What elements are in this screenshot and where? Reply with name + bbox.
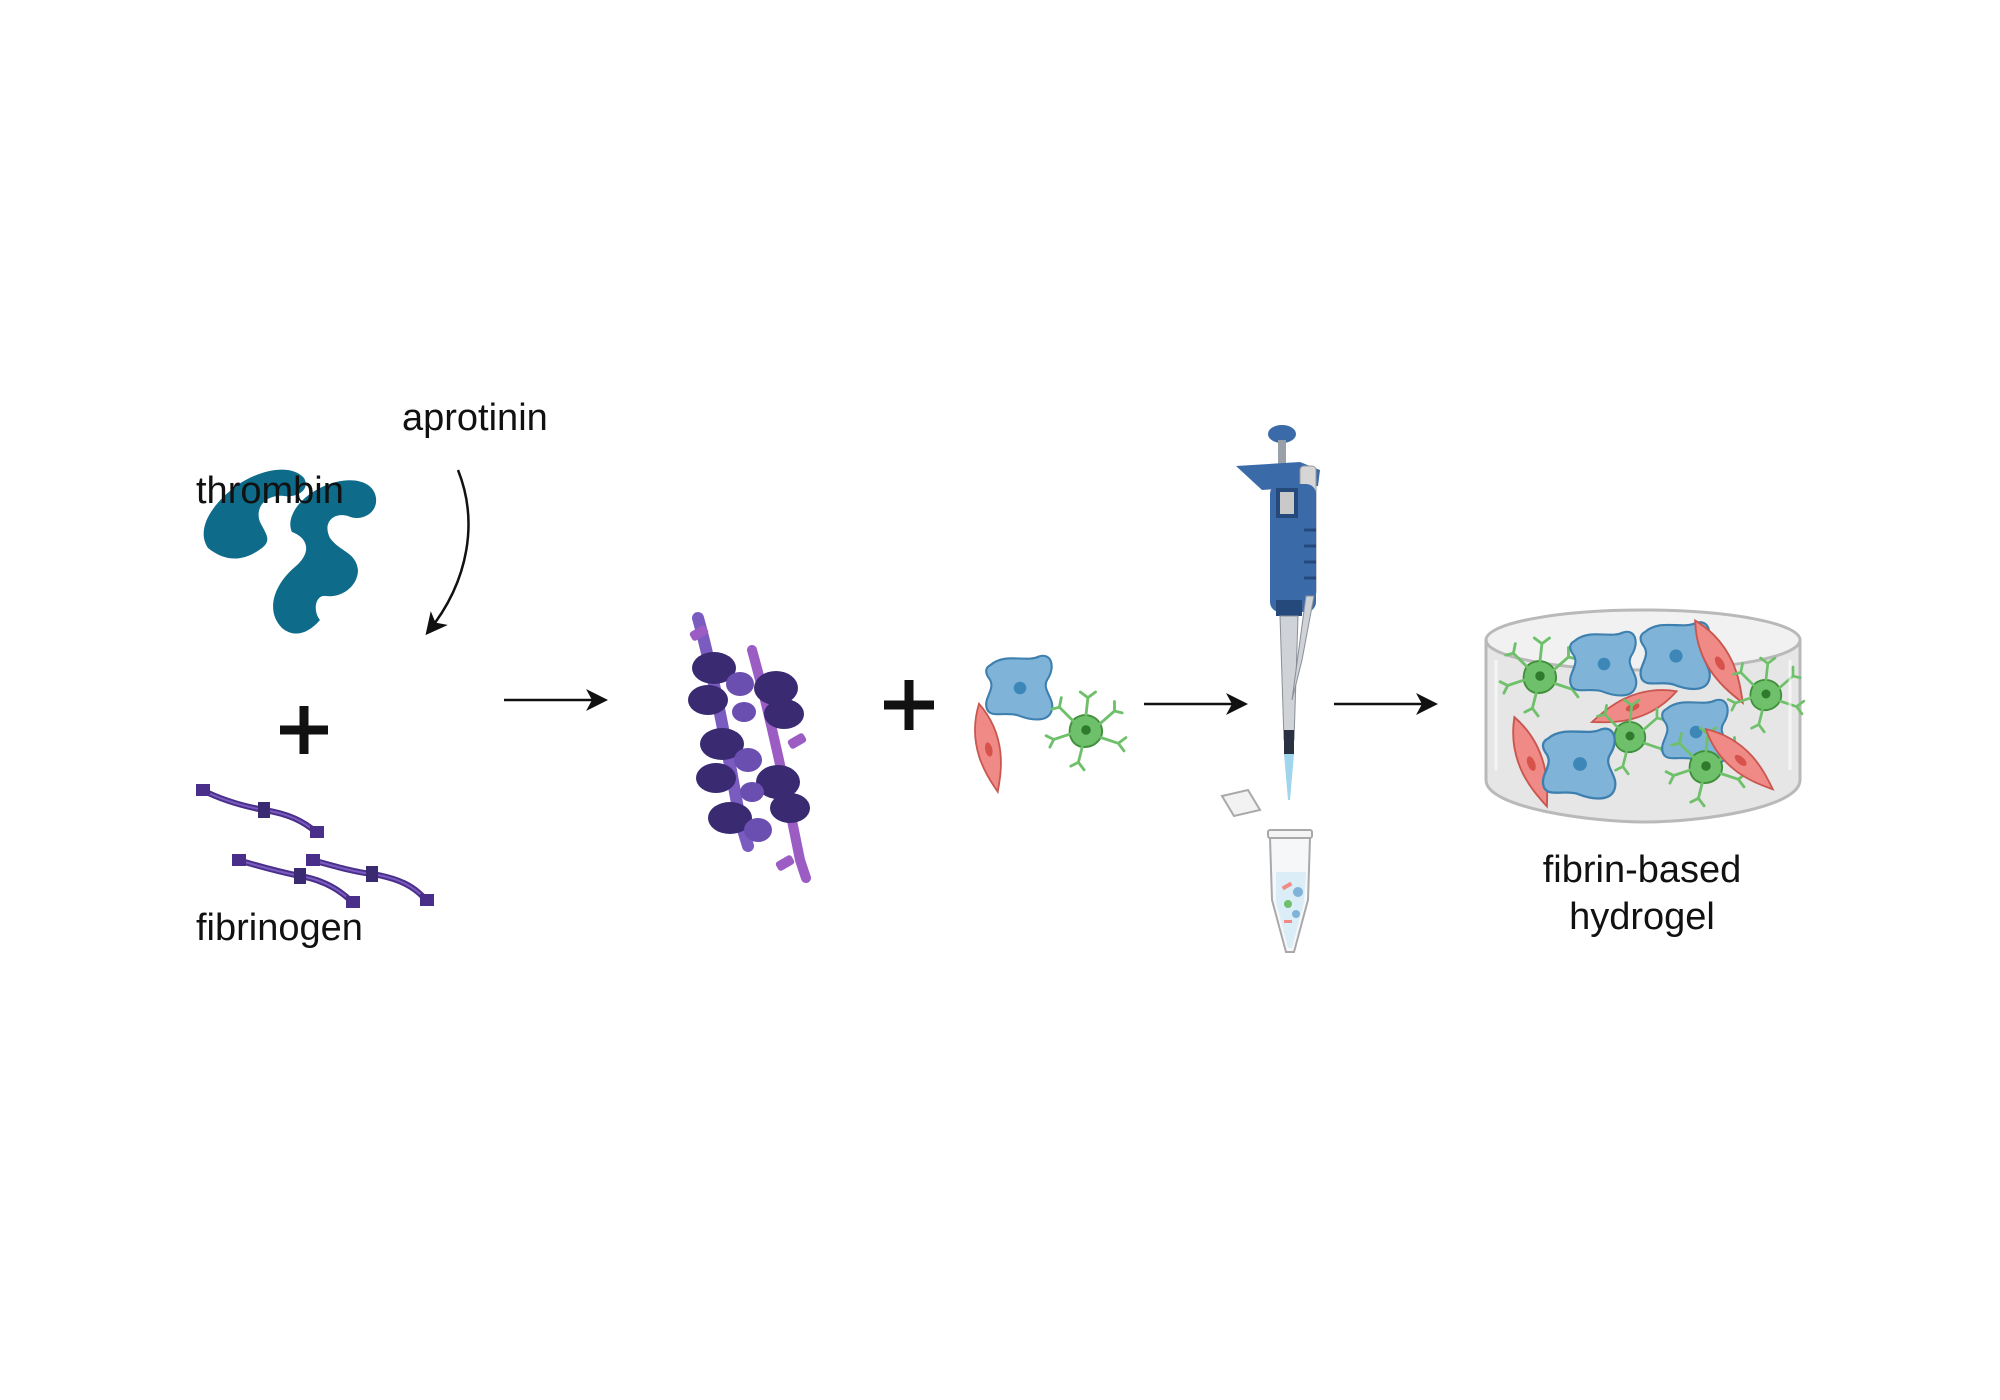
label-hydrogel-line2: hydrogel (1569, 896, 1715, 938)
label-thrombin: thrombin (196, 470, 344, 512)
plus-sign-2 (884, 680, 934, 730)
fibrinogen-icon (196, 784, 434, 908)
fibrin-network-icon (688, 612, 811, 883)
aprotinin-arrow (425, 469, 470, 636)
label-aprotinin: aprotinin (402, 397, 548, 439)
hydrogel-icon (1484, 608, 1806, 824)
plus-sign-1 (280, 706, 328, 754)
pipette-icon (1236, 425, 1320, 800)
label-hydrogel-line1: fibrin-based (1542, 849, 1742, 891)
thrombin-icon (203, 469, 377, 634)
cells-icon (967, 654, 1128, 796)
microtube-icon (1220, 788, 1313, 953)
label-fibrinogen: fibrinogen (196, 907, 363, 949)
